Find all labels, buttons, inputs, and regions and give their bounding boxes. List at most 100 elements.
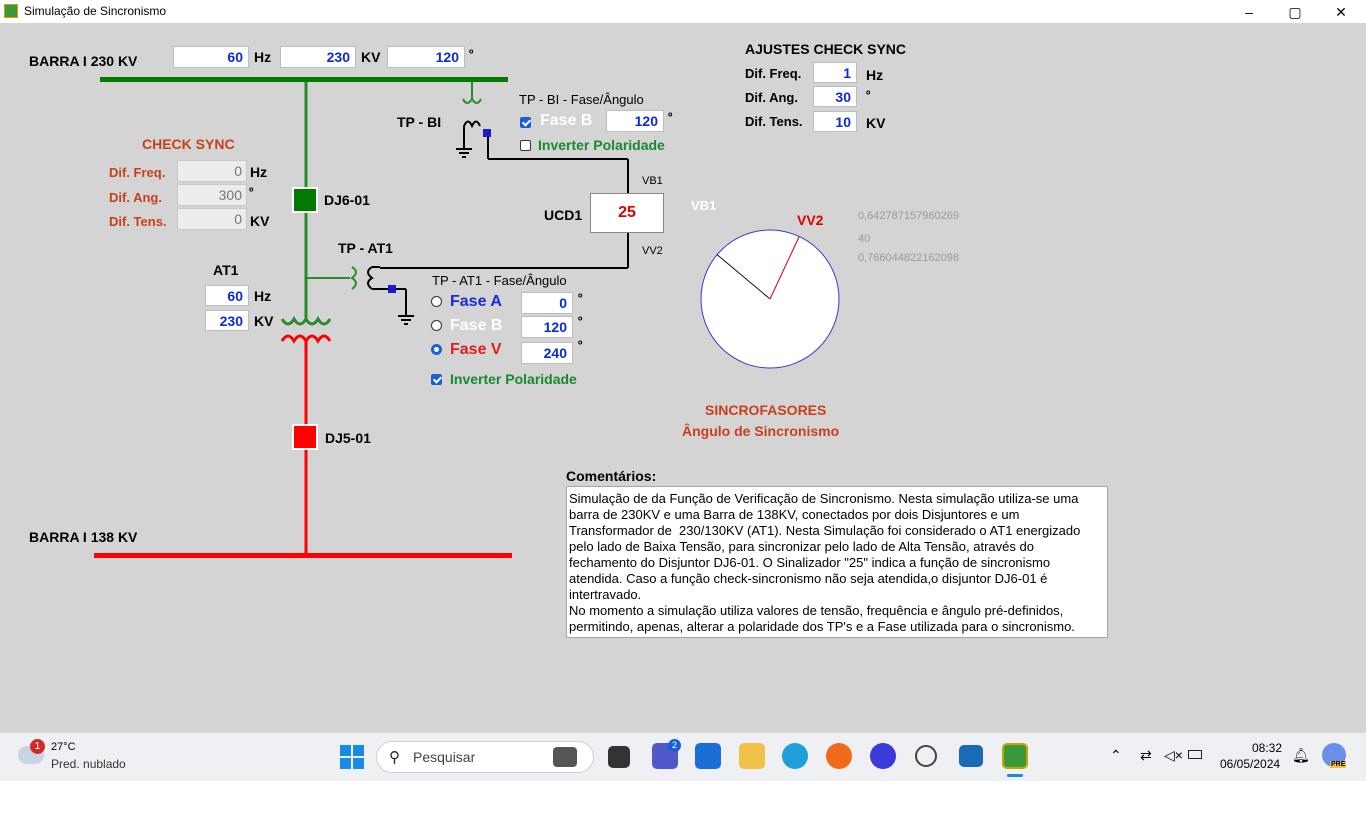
tp-bi-angle-unit: º xyxy=(668,110,673,124)
breaker-dj5-01[interactable] xyxy=(292,424,318,450)
ajuste-ang-label: Dif. Ang. xyxy=(745,90,798,105)
title-bar: Simulação de Sincronismo – ▢ ✕ xyxy=(0,0,1366,23)
phase-a-angle-field[interactable]: 0 xyxy=(521,292,573,314)
maximize-button[interactable]: ▢ xyxy=(1288,4,1302,20)
minimize-button[interactable]: – xyxy=(1245,4,1253,20)
weather-badge: 1 xyxy=(30,739,45,754)
at1-secondary-coil xyxy=(280,334,332,344)
tp-bi-phase-checkbox[interactable] xyxy=(520,117,531,128)
close-button[interactable]: ✕ xyxy=(1335,4,1347,20)
phasor-readout-3: 0,766044822162098 xyxy=(858,252,959,264)
battery-icon[interactable] xyxy=(1188,750,1202,759)
comments-textbox[interactable]: Simulação de da Função de Verificação de… xyxy=(566,486,1108,638)
busbar-138-label: BARRA I 138 KV xyxy=(29,529,138,545)
file-explorer-icon[interactable] xyxy=(739,743,765,769)
ajuste-freq-field[interactable]: 1 xyxy=(813,62,857,83)
firefox-icon[interactable] xyxy=(826,743,852,769)
tp-bi-invert-checkbox[interactable] xyxy=(520,140,531,151)
ucd-input-vb1: VB1 xyxy=(642,175,663,187)
tp-at1-label: TP - AT1 xyxy=(338,240,393,256)
check-freq-value: 0 xyxy=(177,160,247,182)
at1-primary-coil xyxy=(280,316,332,326)
phasor-diagram xyxy=(700,229,840,369)
ucd-input-vv2: VV2 xyxy=(642,245,663,257)
check-ang-value: 300 xyxy=(177,184,247,206)
clock-date[interactable]: 06/05/2024 xyxy=(1220,757,1281,771)
weather-desc[interactable]: Pred. nublado xyxy=(51,757,126,771)
phase-v-label[interactable]: Fase V xyxy=(450,341,502,358)
hz-unit: Hz xyxy=(254,49,272,65)
ajuste-tens-field[interactable]: 10 xyxy=(813,111,857,132)
breaker-dj6-label: DJ6-01 xyxy=(324,192,370,208)
settings-icon[interactable] xyxy=(915,745,937,767)
tp-at1-secondary-coil xyxy=(367,266,374,290)
phasor-vb1-line xyxy=(716,254,771,300)
tp-bi-label: TP - BI xyxy=(397,114,442,130)
ajuste-tens-label: Dif. Tens. xyxy=(745,114,803,129)
breaker-dj5-label: DJ5-01 xyxy=(325,430,371,446)
busbar-230-label: BARRA I 230 KV xyxy=(29,53,138,69)
search-box[interactable]: ⚲ Pesquisar xyxy=(376,741,594,773)
tray-chevron-icon[interactable]: ⌃ xyxy=(1110,747,1122,763)
phasor-label-vb1: VB1 xyxy=(691,198,717,213)
ajuste-ang-field[interactable]: 30 xyxy=(813,86,857,107)
tp-at1-primary-coil xyxy=(350,266,357,290)
ucd-label: UCD1 xyxy=(544,207,583,223)
phase-b-angle-unit: º xyxy=(578,314,583,328)
phase-b-label[interactable]: Fase B xyxy=(450,317,503,334)
ajuste-tens-unit: KV xyxy=(866,115,886,131)
check-tens-label: Dif. Tens. xyxy=(109,214,167,229)
taskbar: 1 27°C Pred. nublado ⚲ Pesquisar 2 ⌃ ⇄ ◁… xyxy=(0,732,1366,781)
network-icon[interactable]: ⇄ xyxy=(1140,747,1152,763)
phase-b-radio[interactable] xyxy=(431,320,442,331)
tp-bi-phase-label[interactable]: Fase B xyxy=(540,112,593,129)
check-tens-value: 0 xyxy=(177,208,247,230)
phasor-readout-2: 40 xyxy=(858,233,871,245)
check-freq-unit: Hz xyxy=(250,164,268,180)
tp-bi-secondary-coil xyxy=(463,120,481,129)
barra-230-hz-field[interactable]: 60 xyxy=(173,46,249,68)
phase-v-angle-field[interactable]: 240 xyxy=(521,342,573,364)
tp-bi-invert-label[interactable]: Inverter Polaridade xyxy=(538,137,665,153)
ajuste-freq-unit: Hz xyxy=(866,67,884,83)
tp-at1-invert-label[interactable]: Inverter Polaridade xyxy=(450,371,577,387)
tp-bi-primary-coil xyxy=(462,97,482,104)
clock-time[interactable]: 08:32 xyxy=(1252,741,1283,755)
active-app-indicator xyxy=(1007,774,1023,777)
phasor-label-vv2: VV2 xyxy=(797,212,824,228)
weather-temp[interactable]: 27°C xyxy=(51,741,76,753)
phase-b-angle-field[interactable]: 120 xyxy=(521,316,573,338)
at1-kv-field[interactable]: 230 xyxy=(205,310,249,331)
barra-230-angle-field[interactable]: 120 xyxy=(387,46,465,68)
mail-icon[interactable] xyxy=(695,743,721,769)
edge-icon[interactable] xyxy=(782,743,808,769)
breaker-dj6-01[interactable] xyxy=(292,187,318,213)
app-icon xyxy=(4,4,18,18)
ajuste-ang-unit: º xyxy=(866,88,871,102)
virtualbox-icon[interactable] xyxy=(959,745,983,767)
app-icon-c[interactable] xyxy=(870,743,896,769)
notification-bell-icon[interactable]: 🔔︎ xyxy=(1292,747,1310,763)
busbar-230kv xyxy=(100,77,508,82)
task-view-icon[interactable] xyxy=(608,746,630,768)
at1-label: AT1 xyxy=(213,262,239,278)
busbar-138kv xyxy=(94,553,512,558)
start-button[interactable] xyxy=(340,745,364,769)
phasor-readout-1: 0,642787157960269 xyxy=(858,210,959,222)
phase-a-label[interactable]: Fase A xyxy=(450,293,502,310)
phase-v-radio[interactable] xyxy=(431,344,442,355)
window-title: Simulação de Sincronismo xyxy=(24,4,167,18)
ajustes-title: AJUSTES CHECK SYNC xyxy=(745,41,907,57)
tp-bi-angle-field[interactable]: 120 xyxy=(606,110,664,132)
sync-app-taskbar-icon[interactable] xyxy=(1002,743,1028,769)
at1-hz-field[interactable]: 60 xyxy=(205,285,249,306)
tp-at1-invert-checkbox[interactable] xyxy=(431,374,442,385)
phase-a-radio[interactable] xyxy=(431,296,442,307)
search-placeholder: Pesquisar xyxy=(413,749,476,765)
barra-230-kv-field[interactable]: 230 xyxy=(280,46,356,68)
volume-muted-icon[interactable]: ◁× xyxy=(1164,747,1183,763)
comments-title: Comentários: xyxy=(566,468,657,484)
ajuste-freq-label: Dif. Freq. xyxy=(745,66,802,81)
phase-a-angle-unit: º xyxy=(578,291,583,305)
teams-badge: 2 xyxy=(668,739,681,752)
